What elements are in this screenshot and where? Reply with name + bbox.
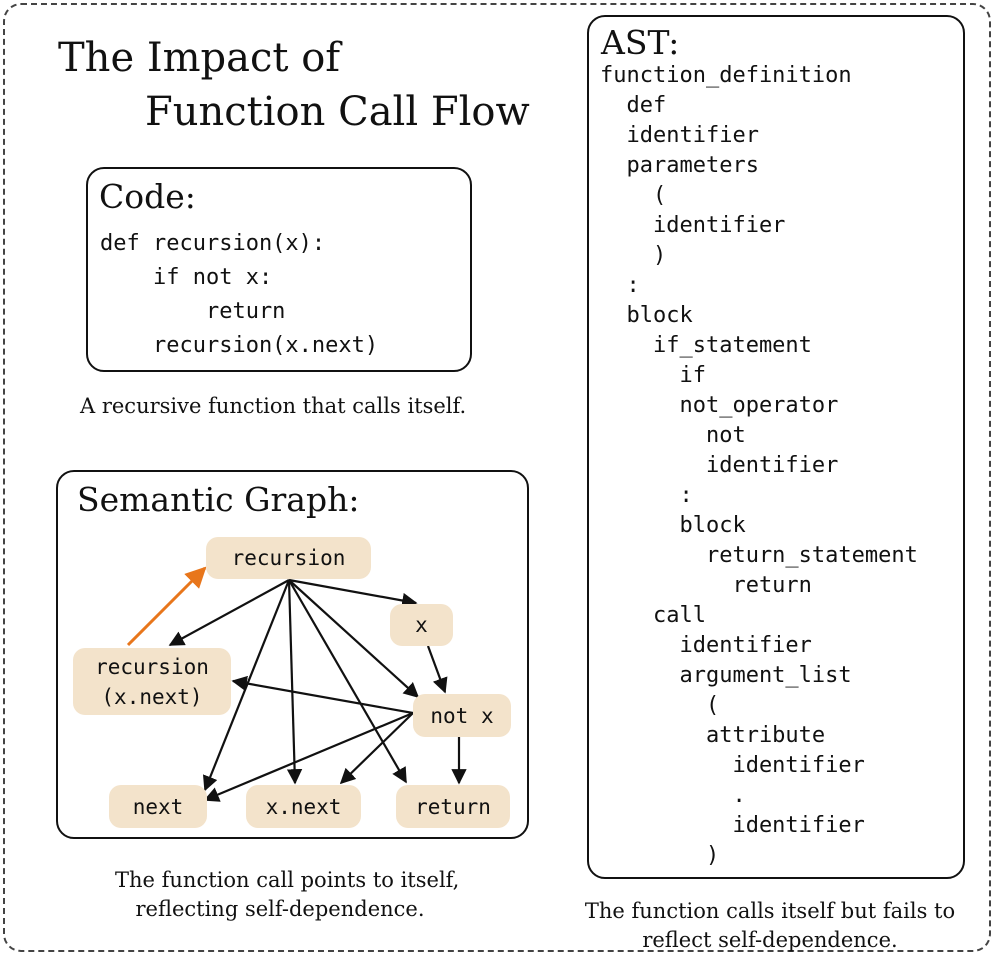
graph-edge-not-x-to-next <box>203 711 414 802</box>
ast-node-line: def <box>600 93 667 118</box>
graph-node-x: x <box>390 604 453 646</box>
ast-node-line: . <box>600 783 746 808</box>
ast-node-line: ( <box>600 183 667 208</box>
graph-edge-x-to-not-x <box>426 645 448 694</box>
ast-node-line: identifier <box>600 813 865 838</box>
ast-node-line: ( <box>600 693 720 718</box>
graph-edge-recursion-call-to-recursion <box>126 566 207 647</box>
graph-edge-recursion-to-x <box>288 578 418 609</box>
ast-caption-line1: The function calls itself but fails to <box>584 899 956 923</box>
ast-node-line: argument_list <box>600 663 852 688</box>
ast-node-line: : <box>600 483 693 508</box>
ast-heading: AST: <box>601 23 680 62</box>
ast-node-line: identifier <box>600 213 786 238</box>
graph-node-not-x: not x <box>413 694 511 737</box>
code-line: return <box>100 299 286 324</box>
graph-caption-line1: The function call points to itself, <box>115 868 460 892</box>
ast-node-line: return <box>600 573 812 598</box>
outer-frame <box>3 3 991 952</box>
code-line: recursion(x.next) <box>100 333 379 358</box>
graph-edge-not-x-to-x-next <box>339 712 414 785</box>
ast-node-line: identifier <box>600 753 865 778</box>
graph-node-recursion: recursion <box>206 537 371 579</box>
graph-edge-recursion-to-recursion-call <box>168 579 290 646</box>
ast-node-line: identifier <box>600 453 839 478</box>
ast-node-line: identifier <box>600 123 759 148</box>
graph-edge-not-x-to-recursion-call <box>231 675 414 715</box>
graph-edge-recursion-to-return <box>288 579 407 784</box>
ast-node-line: return_statement <box>600 543 918 568</box>
code-line: if not x: <box>100 265 273 290</box>
graph-node-return: return <box>396 785 510 828</box>
ast-caption-line2: reflect self-dependence. <box>642 928 898 952</box>
ast-node-line: call <box>600 603 706 628</box>
page-title-line2: Function Call Flow <box>145 89 530 135</box>
ast-node-line: function_definition <box>600 63 852 88</box>
graph-node-recursion-call: recursion (x.next) <box>73 648 231 715</box>
graph-node-x-next: x.next <box>246 785 361 828</box>
code-caption: A recursive function that calls itself. <box>80 394 467 418</box>
graph-caption-line2: reflecting self-dependence. <box>135 897 425 921</box>
code-panel: Code: def recursion(x): if not x: return… <box>86 167 472 372</box>
graph-edge-recursion-to-x-next <box>286 579 303 785</box>
ast-node-line: attribute <box>600 723 826 748</box>
code-heading: Code: <box>99 177 196 216</box>
ast-node-line: block <box>600 303 693 328</box>
graph-heading: Semantic Graph: <box>77 480 360 519</box>
code-line: def recursion(x): <box>100 231 326 256</box>
ast-panel: AST: function_definition def identifier … <box>587 15 965 879</box>
ast-node-line: ) <box>600 243 667 268</box>
ast-node-line: identifier <box>600 633 812 658</box>
ast-node-line: parameters <box>600 153 759 178</box>
ast-node-line: if <box>600 363 706 388</box>
page-title-line1: The Impact of <box>58 35 341 81</box>
graph-edge-recursion-to-not-x <box>288 579 420 699</box>
graph-node-next: next <box>109 785 207 828</box>
ast-node-line: not <box>600 423 746 448</box>
ast-node-line: ) <box>600 843 720 868</box>
ast-node-line: block <box>600 513 746 538</box>
ast-node-line: if_statement <box>600 333 812 358</box>
ast-node-line: not_operator <box>600 393 839 418</box>
ast-node-line: : <box>600 273 640 298</box>
